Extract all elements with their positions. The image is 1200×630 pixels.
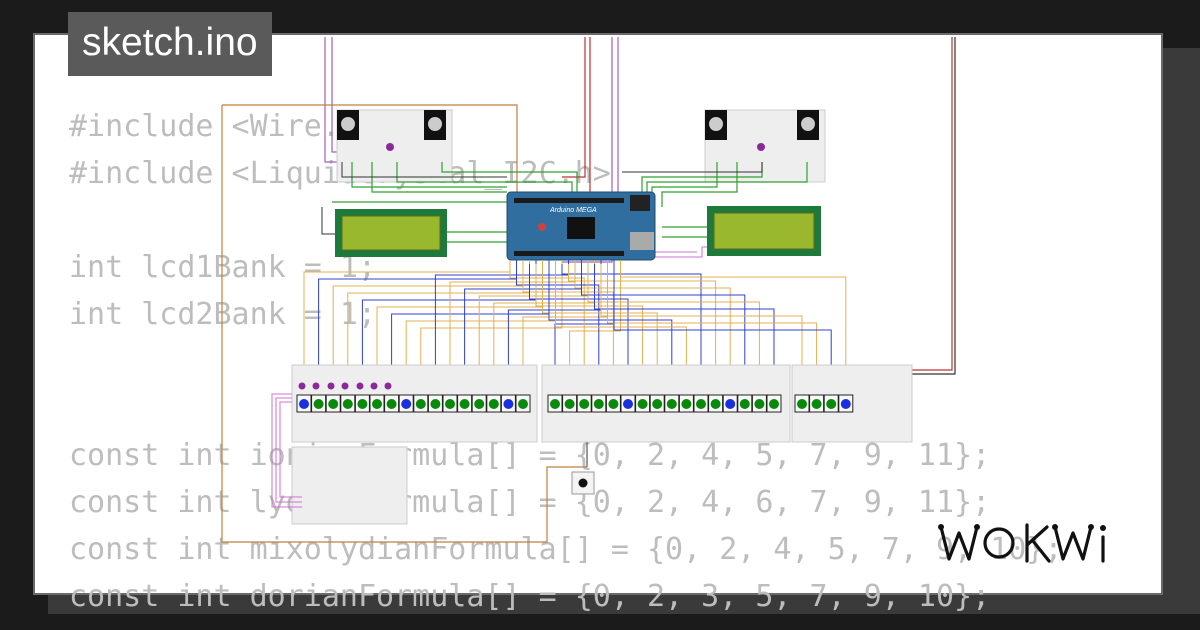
signal-wire (587, 264, 760, 394)
led-green (386, 399, 397, 409)
lcd-display-1 (335, 209, 447, 257)
led-green (826, 399, 837, 409)
led-green (328, 399, 339, 409)
led-green (459, 399, 470, 409)
signal-wire (581, 264, 746, 394)
signal-wire (561, 264, 702, 394)
signal-wire (522, 264, 614, 394)
signal-wire (613, 264, 832, 394)
board-label: Arduino MEGA (549, 207, 597, 214)
top-right-breadboard (704, 109, 826, 183)
led-green (608, 399, 619, 409)
led-blue (401, 399, 412, 409)
led-blue (725, 399, 736, 409)
led-green (739, 399, 750, 409)
signal-wire (516, 264, 600, 394)
led-green (710, 399, 721, 409)
signal-wire (535, 264, 644, 394)
preview-card: #include <Wire.h>#include <LiquidCrystal… (33, 33, 1165, 614)
led-green (652, 399, 663, 409)
signal-wire (574, 264, 731, 394)
signal-wire (420, 260, 563, 394)
code-line: const int mixolydianFormula[] = {0, 2, 4… (69, 532, 1063, 567)
led-green (797, 399, 807, 409)
led-green (769, 399, 779, 409)
led-green (550, 399, 560, 409)
led-green (342, 399, 353, 409)
signal-wire (607, 264, 818, 394)
code-line: const int dorianFormula[] = {0, 2, 3, 5,… (69, 579, 991, 614)
led-row (296, 394, 854, 413)
led-green (579, 399, 590, 409)
button-breadboard (291, 446, 408, 525)
led-blue (299, 399, 309, 409)
file-tab[interactable]: sketch.ino (68, 12, 272, 76)
led-blue (503, 399, 514, 409)
led-green (593, 399, 604, 409)
top-left-breadboard (336, 109, 453, 183)
signal-wire (620, 264, 847, 394)
led-green (430, 399, 441, 409)
led-green (564, 399, 575, 409)
led-blue (840, 399, 851, 409)
led-green (754, 399, 765, 409)
led-green (357, 399, 368, 409)
signal-wire (529, 264, 629, 394)
lcd-display-2 (707, 206, 821, 256)
signal-wire (509, 264, 585, 394)
signal-wire (600, 264, 803, 394)
signal-wire (555, 264, 687, 394)
led-green (445, 399, 455, 409)
arduino-mega-board[interactable]: Arduino MEGA (506, 191, 656, 261)
led-green (637, 399, 648, 409)
circuit-diagram[interactable]: Arduino MEGA (35, 35, 1165, 597)
signal-wire (548, 264, 673, 394)
led-green (415, 399, 426, 409)
signal-wire (568, 264, 717, 394)
led-green (474, 399, 485, 409)
led-blue (623, 399, 633, 409)
led-green (313, 399, 324, 409)
code-line: const int ionianFormula[] = {0, 2, 4, 5,… (69, 438, 991, 473)
led-green (518, 399, 528, 409)
led-green (666, 399, 677, 409)
led-green (372, 399, 382, 409)
signal-wire (542, 264, 658, 394)
pushbutton[interactable] (571, 471, 595, 495)
signal-wire (594, 264, 775, 394)
wokwi-logo (938, 523, 1106, 563)
code-line: int lcd2Bank = 1; (69, 297, 377, 332)
led-green (811, 399, 822, 409)
led-green (488, 399, 499, 409)
led-green (681, 399, 692, 409)
led-green (696, 399, 706, 409)
